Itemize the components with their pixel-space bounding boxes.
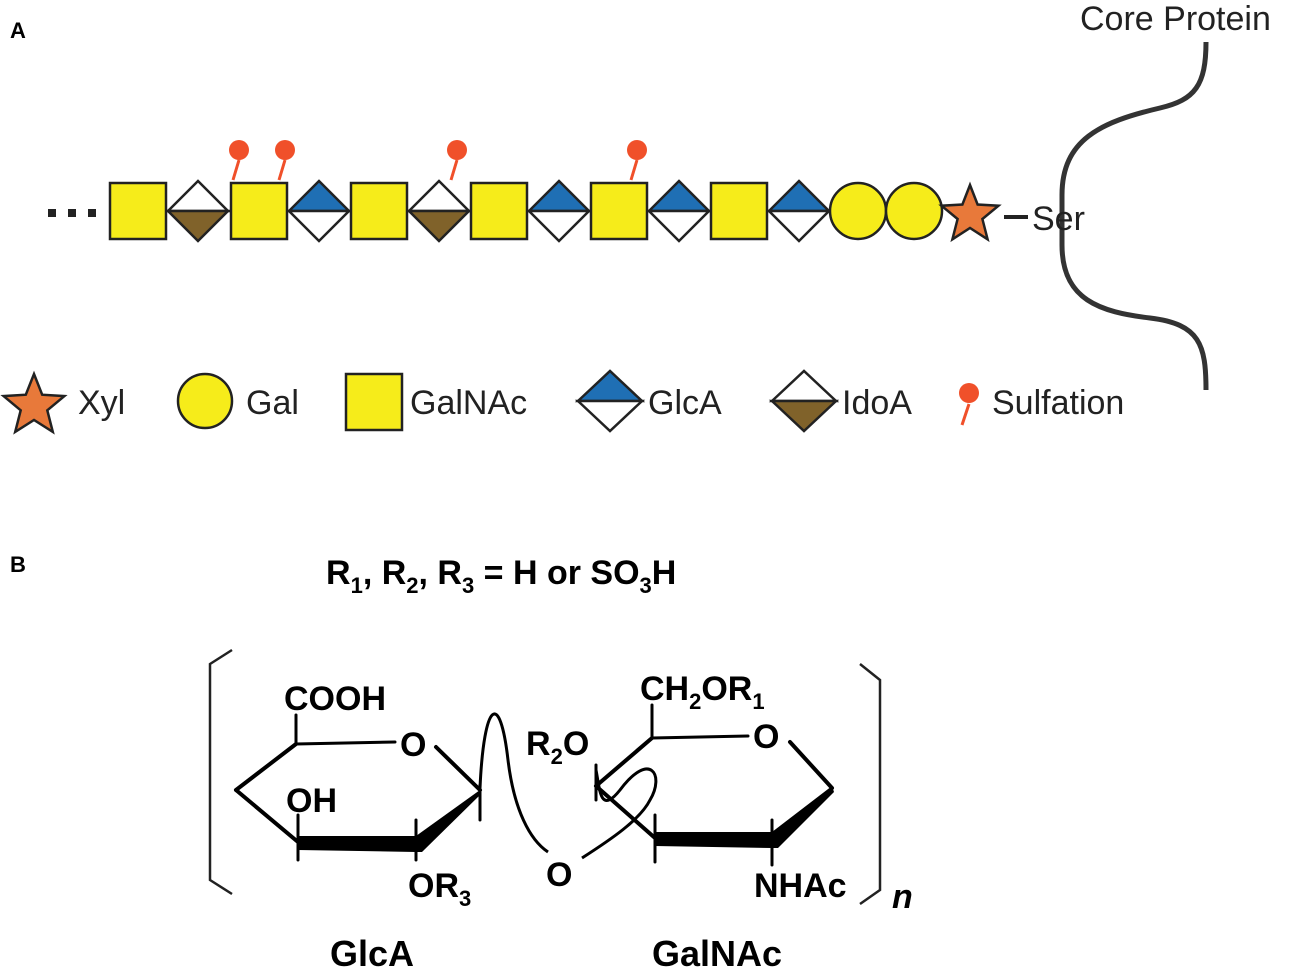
glycan-chain bbox=[108, 140, 1002, 243]
galnac-ring-oxygen: O bbox=[753, 718, 779, 756]
legend-sulfation-pin bbox=[959, 383, 979, 426]
glca-name: GlcA bbox=[330, 933, 414, 971]
legend-glca-diamond bbox=[574, 369, 646, 433]
legend-gal-label: Gal bbox=[246, 384, 299, 422]
glca-diamond-bottom bbox=[285, 209, 353, 243]
galnac-square bbox=[229, 181, 289, 241]
sulfation-stem bbox=[277, 159, 287, 181]
glca-or3-label: OR3 bbox=[408, 867, 471, 911]
sulfation-pin bbox=[275, 140, 295, 160]
panel-a-label: A bbox=[10, 18, 26, 43]
gal-circle bbox=[884, 181, 944, 241]
linker-oxygen: O bbox=[546, 856, 572, 894]
galnac-square bbox=[349, 181, 409, 241]
galnac-square bbox=[709, 181, 769, 241]
legend-idoa-diamond bbox=[768, 369, 840, 433]
galnac-ring bbox=[594, 703, 834, 867]
idoa-diamond-bottom bbox=[164, 209, 232, 243]
legend-galnac-label: GalNAc bbox=[410, 384, 527, 422]
galnac-linkage-bond bbox=[581, 767, 658, 860]
sulfation-pin bbox=[447, 140, 467, 160]
repeat-n-label: n bbox=[892, 878, 913, 916]
glca-diamond-bottom bbox=[525, 209, 593, 243]
substituent-formula: R1, R2, R3 = H or SO3H bbox=[326, 554, 676, 598]
glca-ring-oxygen: O bbox=[400, 726, 426, 764]
glca-cooh-label: COOH bbox=[284, 680, 386, 718]
sulfation-pin bbox=[229, 140, 249, 160]
core-protein-label: Core Protein bbox=[1080, 0, 1271, 38]
legend-gal-circle bbox=[176, 372, 234, 430]
galnac-square bbox=[108, 181, 168, 241]
galnac-r2o-label: R2O bbox=[526, 725, 589, 769]
legend-sulfation-label: Sulfation bbox=[992, 384, 1124, 422]
glca-diamond-bottom bbox=[765, 209, 833, 243]
idoa-diamond-top bbox=[405, 179, 473, 213]
sulfation-stem bbox=[231, 159, 241, 181]
panel-b-label: B bbox=[10, 552, 26, 577]
glca-ring bbox=[234, 713, 482, 862]
xyl-star bbox=[938, 181, 1002, 243]
glca-diamond-top bbox=[645, 179, 713, 213]
glca-oh-label: OH bbox=[286, 782, 337, 820]
glca-diamond-top bbox=[285, 179, 353, 213]
legend-idoa-label: IdoA bbox=[842, 384, 912, 422]
legend-xyl-label: Xyl bbox=[78, 384, 125, 422]
right-repeat-bracket bbox=[859, 663, 882, 906]
sulfation-stem bbox=[629, 159, 639, 181]
galnac-square bbox=[589, 181, 649, 241]
glca-diamond-top bbox=[765, 179, 833, 213]
legend-galnac-square bbox=[344, 372, 404, 432]
galnac-ch2or1-label: CH2OR1 bbox=[640, 670, 765, 714]
legend-xyl-star bbox=[0, 370, 68, 435]
galnac-square bbox=[469, 181, 529, 241]
ser-label: Ser bbox=[1032, 200, 1085, 238]
glca-diamond-top bbox=[525, 179, 593, 213]
symbol-legend: Xyl Gal GalNAc GlcA IdoA Sulfation bbox=[0, 369, 1124, 435]
legend-glca-label: GlcA bbox=[648, 384, 722, 422]
sulfation-stem bbox=[449, 159, 459, 181]
chain-continuation-dots bbox=[48, 209, 96, 217]
sulfation-pin bbox=[627, 140, 647, 160]
glycosidic-bond bbox=[478, 712, 549, 854]
core-protein-curve bbox=[1059, 41, 1209, 391]
idoa-diamond-top bbox=[164, 179, 232, 213]
galnac-name: GalNAc bbox=[652, 933, 782, 971]
glca-diamond-bottom bbox=[645, 209, 713, 243]
idoa-diamond-bottom bbox=[405, 209, 473, 243]
left-repeat-bracket bbox=[208, 648, 233, 896]
gal-circle bbox=[828, 181, 888, 241]
galnac-nhac-label: NHAc bbox=[754, 867, 847, 905]
